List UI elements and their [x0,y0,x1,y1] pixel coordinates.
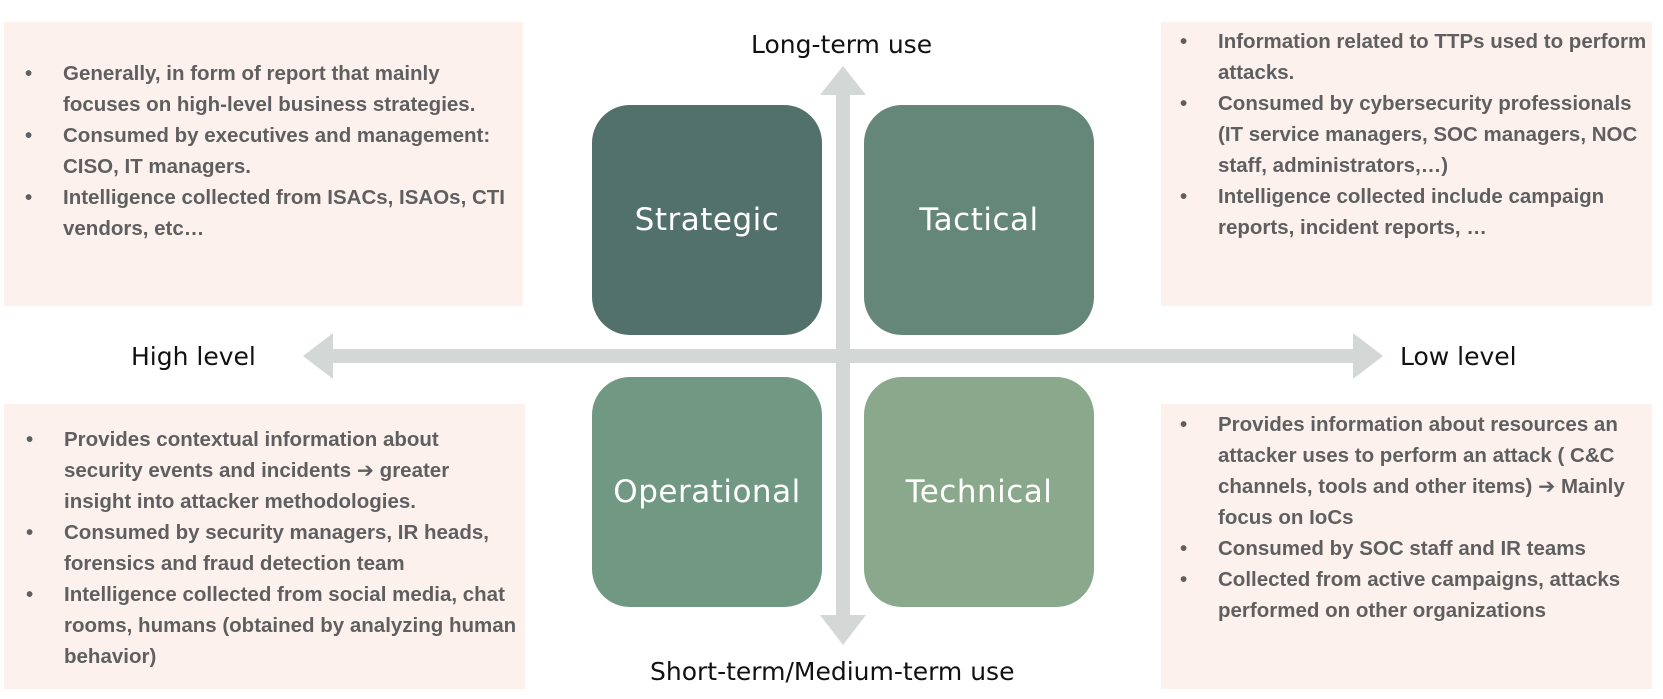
tactical-bullet: Consumed by cybersecurity professionals … [1168,88,1648,181]
strategic-bullet: Intelligence collected from ISACs, ISAOs… [13,182,513,244]
tactical-description-panel: Information related to TTPs used to perf… [1161,22,1652,306]
strategic-bullet-list: Generally, in form of report that mainly… [13,58,513,244]
operational-bullet: Provides contextual information about se… [14,424,519,517]
quadrant-technical: Technical [864,377,1094,607]
strategic-bullet: Generally, in form of report that mainly… [13,58,513,120]
right-arrowhead [1353,333,1383,379]
tactical-bullet: Information related to TTPs used to perf… [1168,26,1648,88]
strategic-bullet: Consumed by executives and management: C… [13,120,513,182]
horizontal-axis-shaft [330,349,1357,363]
operational-bullet: Consumed by security managers, IR heads,… [14,517,519,579]
operational-description-panel: Provides contextual information about se… [4,404,525,689]
quadrant-strategic: Strategic [592,105,822,335]
up-arrowhead [820,66,866,95]
operational-bullet: Intelligence collected from social media… [14,579,519,672]
tactical-bullet: Intelligence collected include campaign … [1168,181,1648,243]
axis-label-high-level: High level [131,342,256,371]
strategic-description-panel: Generally, in form of report that mainly… [4,22,523,306]
technical-bullet: Collected from active campaigns, attacks… [1168,564,1648,626]
left-arrowhead [303,333,333,379]
down-arrowhead [820,615,866,645]
quadrant-tactical: Tactical [864,105,1094,335]
technical-bullet: Consumed by SOC staff and IR teams [1168,533,1648,564]
quadrant-operational: Operational [592,377,822,607]
tactical-bullet-list: Information related to TTPs used to perf… [1168,26,1648,243]
operational-bullet-list: Provides contextual information about se… [14,424,519,672]
technical-description-panel: Provides information about resources an … [1161,404,1652,689]
technical-bullet-list: Provides information about resources an … [1168,409,1648,626]
technical-bullet: Provides information about resources an … [1168,409,1648,533]
axis-label-short-medium-term: Short-term/Medium-term use [650,657,1015,686]
axis-label-low-level: Low level [1400,342,1517,371]
axis-label-long-term: Long-term use [751,30,933,59]
